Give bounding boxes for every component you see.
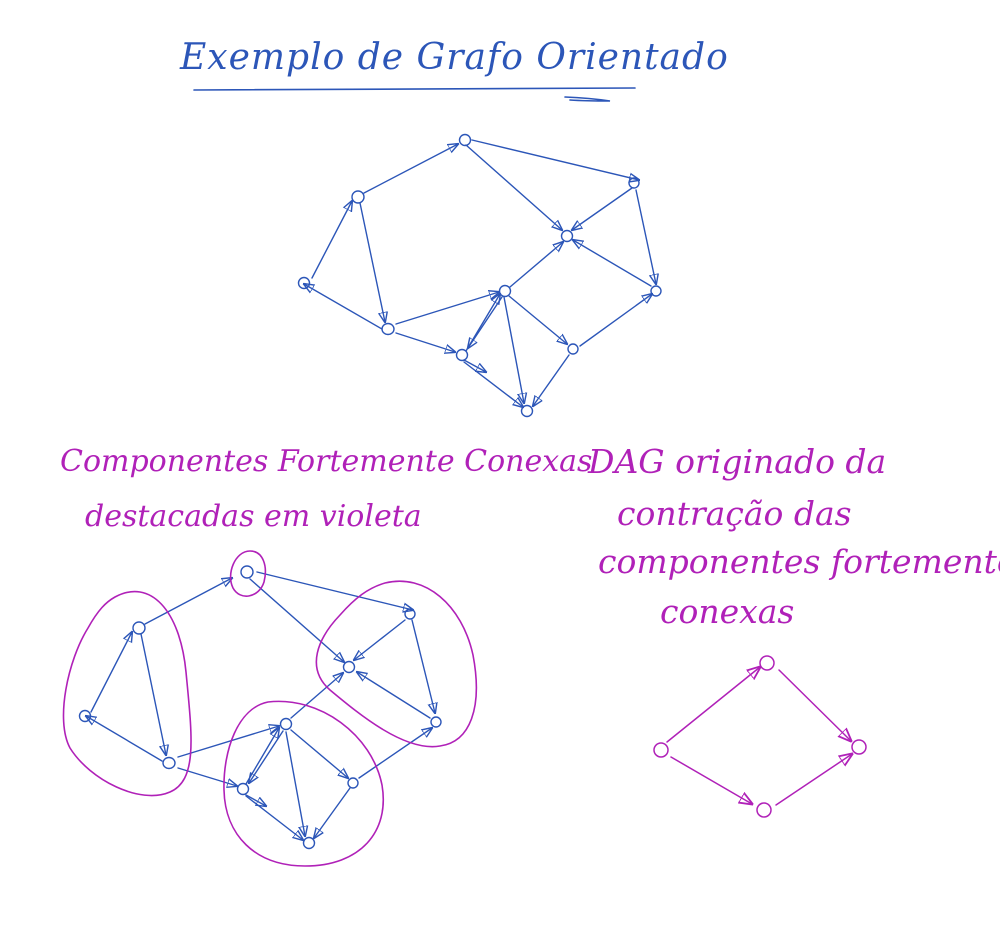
edge-top-5 xyxy=(635,189,656,284)
edge-top-7 xyxy=(509,242,563,288)
edge-top-18 xyxy=(503,296,524,403)
directed-graph-top xyxy=(297,133,662,418)
edge-top-12 xyxy=(395,292,499,325)
edge-top-8 xyxy=(579,294,652,347)
edge-scc-2 xyxy=(256,571,413,610)
edge-top-9 xyxy=(359,202,385,322)
edge-top-10 xyxy=(311,201,352,279)
node-scc-h xyxy=(162,756,176,770)
dag-edge-4 xyxy=(775,754,852,806)
node-scc-e xyxy=(430,716,442,728)
dag-edge-1 xyxy=(666,667,760,743)
edge-scc-20 xyxy=(314,787,351,838)
edge-scc-4 xyxy=(354,619,406,660)
edge-scc-6 xyxy=(357,672,431,719)
dag-node-top xyxy=(759,655,775,671)
scc-outline-bottom xyxy=(223,700,384,867)
scc-outline-left xyxy=(62,590,192,797)
dag-node-right xyxy=(851,739,867,755)
edge-scc-12 xyxy=(177,726,279,758)
node-top-c xyxy=(628,177,640,189)
node-scc-f xyxy=(78,709,92,723)
edge-scc-14 xyxy=(245,728,279,785)
node-top-h xyxy=(381,322,395,336)
node-top-e xyxy=(650,285,662,297)
edge-scc-5 xyxy=(411,619,435,713)
edge-scc-17 xyxy=(245,795,303,840)
scc-graph xyxy=(78,565,442,850)
node-scc-a xyxy=(240,565,254,579)
edge-scc-3 xyxy=(249,578,344,662)
edge-scc-18 xyxy=(285,731,305,836)
dag-graph xyxy=(653,655,867,818)
node-scc-c xyxy=(404,608,416,620)
edge-scc-7 xyxy=(290,673,343,719)
scc-caption-line-2: destacadas em violeta xyxy=(85,499,422,534)
edge-scc-11 xyxy=(86,716,163,762)
dag-node-bottom xyxy=(756,802,772,818)
edge-top-6 xyxy=(573,240,652,287)
edge-top-3 xyxy=(465,144,562,230)
edge-top-13 xyxy=(395,332,455,352)
node-top-a xyxy=(458,133,472,147)
node-scc-b xyxy=(132,621,146,635)
edge-top-15 xyxy=(468,296,503,348)
node-scc-j xyxy=(236,782,250,796)
dag-node-left xyxy=(653,742,669,758)
node-top-k xyxy=(520,404,534,418)
edge-top-20 xyxy=(533,354,570,406)
edge-scc-1 xyxy=(144,578,232,625)
title-underline xyxy=(193,87,636,102)
scc-highlights xyxy=(62,550,478,867)
node-top-d xyxy=(560,229,574,243)
node-scc-g xyxy=(279,717,293,731)
node-scc-k xyxy=(302,836,316,850)
dag-caption-line-4: conexas xyxy=(660,592,795,631)
node-top-b xyxy=(351,190,365,204)
node-top-f xyxy=(297,276,311,290)
edge-top-11 xyxy=(304,284,383,330)
dag-caption-line-2: contração das xyxy=(617,494,852,533)
dag-caption-line-3: componentes fortemente xyxy=(598,542,1000,581)
edge-top-4 xyxy=(572,187,633,230)
node-top-g xyxy=(498,284,512,298)
node-scc-i xyxy=(347,777,359,789)
edge-top-19 xyxy=(508,295,567,344)
page-title: Exemplo de Grafo Orientado xyxy=(180,37,729,78)
edge-scc-10 xyxy=(90,632,132,713)
scc-outline-top xyxy=(229,550,267,597)
edge-top-1 xyxy=(363,144,458,194)
node-scc-d xyxy=(342,660,356,674)
dag-edge-3 xyxy=(670,756,752,804)
node-top-j xyxy=(455,348,469,362)
edge-scc-15 xyxy=(249,730,284,783)
edge-scc-19 xyxy=(290,729,348,778)
edge-top-17 xyxy=(463,361,523,407)
dag-edge-2 xyxy=(778,669,851,741)
node-top-i xyxy=(567,343,579,355)
edge-scc-16 xyxy=(245,794,266,806)
edge-top-2 xyxy=(471,139,639,180)
edge-top-16 xyxy=(463,359,486,372)
scc-caption-line-1: Componentes Fortemente Conexas xyxy=(60,444,593,479)
edge-scc-8 xyxy=(358,728,432,779)
scc-outline-right xyxy=(315,580,478,748)
edge-scc-9 xyxy=(140,633,166,755)
dag-caption-line-1: DAG originado da xyxy=(588,442,887,481)
